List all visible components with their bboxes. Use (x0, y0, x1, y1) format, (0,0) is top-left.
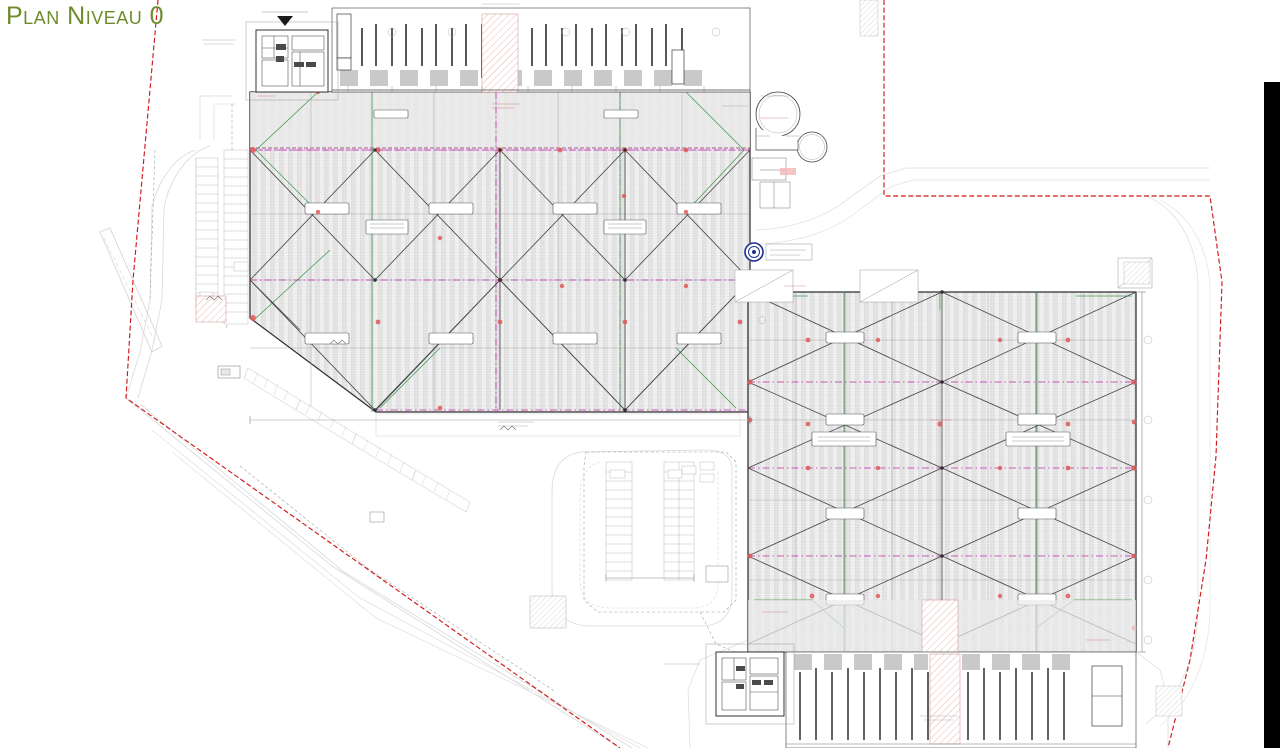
property-boundary (125, 0, 1223, 748)
warehouse-west-nodes (373, 148, 627, 412)
warehouse-west[interactable] (249, 89, 751, 413)
warehouse-east-nodes (940, 290, 944, 646)
north-arrow-icon (277, 16, 293, 26)
office-east[interactable] (705, 643, 795, 725)
warehouse-east[interactable] (747, 290, 1137, 653)
parking-west[interactable] (195, 149, 249, 325)
plan-annotations (258, 95, 1110, 641)
warehouse-east-node-markers (747, 337, 1137, 631)
warehouse-west-microtext (370, 223, 642, 229)
warehouse-west-green-lines (255, 91, 745, 412)
warehouse-east-microtext (818, 436, 1064, 442)
plan-annotations-grey (202, 3, 958, 721)
site-gate-icons (205, 295, 517, 431)
office-west[interactable] (245, 11, 339, 101)
warehouse-east-equipment (811, 331, 1071, 606)
parking-southwest[interactable] (217, 365, 471, 523)
plant-tanks[interactable] (751, 91, 828, 209)
site-hatched-zones (195, 0, 1183, 717)
dock-bays-east-bottom (785, 651, 1137, 748)
grid-bubbles (387, 27, 1153, 645)
plan-title-blocks (734, 257, 1153, 303)
dock-bays-west-top (331, 7, 751, 93)
parking-mid[interactable] (605, 461, 729, 583)
warehouse-west-equipment (304, 109, 722, 345)
north-symbol-icon (744, 242, 813, 262)
right-panel-bar[interactable] (1264, 82, 1280, 748)
dimension-lines (249, 291, 1146, 653)
